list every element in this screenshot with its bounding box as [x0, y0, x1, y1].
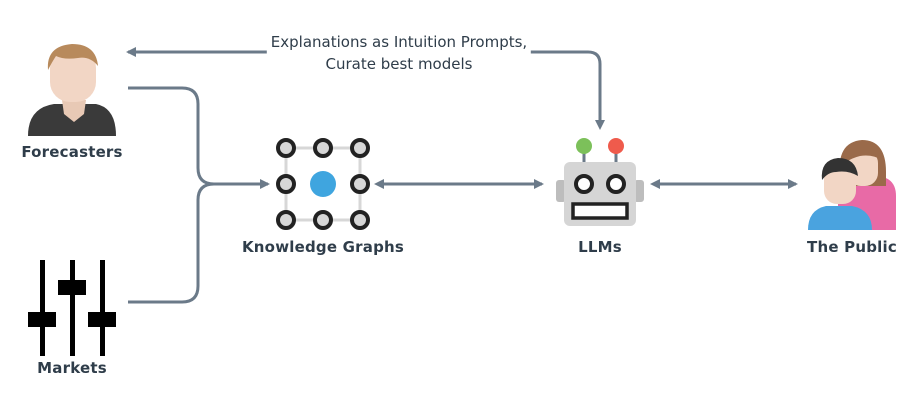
feedback-label-line2: Curate best models — [325, 55, 473, 73]
forecasters-to-kg-arrow — [128, 86, 270, 189]
feedback-label-line1: Explanations as Intuition Prompts, — [270, 33, 528, 51]
feedback-edge-label: Explanations as Intuition Prompts, Curat… — [266, 31, 532, 75]
person-icon — [28, 44, 116, 136]
graph-nodes-icon — [276, 138, 370, 230]
public-label: The Public — [807, 238, 897, 256]
people-icon — [808, 140, 896, 230]
forecasters-label: Forecasters — [21, 143, 123, 161]
sliders-icon — [28, 260, 116, 356]
markets-label: Markets — [37, 359, 107, 377]
markets-to-kg-arrow — [128, 182, 215, 304]
robot-icon — [556, 138, 644, 226]
llms-label: LLMs — [578, 238, 622, 256]
feedback-arrow — [126, 47, 605, 130]
knowledge-graphs-label: Knowledge Graphs — [241, 238, 405, 256]
